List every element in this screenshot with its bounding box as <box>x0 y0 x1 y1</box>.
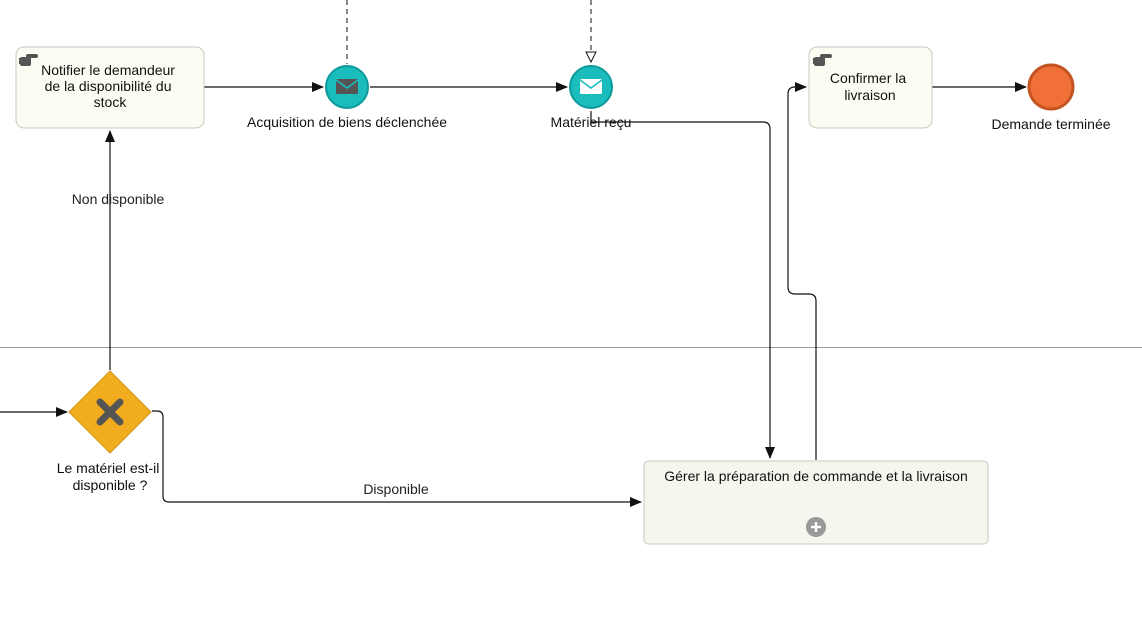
end-event-label: Demande terminée <box>991 116 1110 132</box>
envelope-icon <box>579 79 603 94</box>
task-notify-label: Notifier le demandeur de la disponibilit… <box>41 62 179 110</box>
subprocess-manage-order[interactable]: Gérer la préparation de commande et la l… <box>643 460 989 545</box>
flow-label-available: Disponible <box>363 481 429 497</box>
event-acquisition-triggered[interactable] <box>325 65 369 109</box>
flow-manage-to-confirm[interactable] <box>787 82 817 460</box>
task-notify-requester[interactable]: Notifier le demandeur de la disponibilit… <box>15 46 205 129</box>
event-received-label: Matériel reçu <box>551 114 632 130</box>
flow-label-not-available: Non disponible <box>72 191 165 207</box>
x-icon <box>96 398 124 426</box>
task-confirm-label: Confirmer la livraison <box>830 70 910 103</box>
flow-received-to-manage[interactable] <box>590 111 775 459</box>
flow-gateway-available[interactable] <box>152 410 642 507</box>
event-material-received[interactable] <box>569 65 613 109</box>
event-acquisition-label: Acquisition de biens déclenchée <box>247 114 447 130</box>
subprocess-manage-label: Gérer la préparation de commande et la l… <box>664 468 968 484</box>
envelope-icon <box>335 79 359 94</box>
task-confirm-delivery[interactable]: Confirmer la livraison <box>808 46 933 129</box>
end-event-request-completed[interactable] <box>1027 63 1075 111</box>
hand-pointer-icon <box>19 54 38 66</box>
gateway-label: Le matériel est-il disponible ? <box>57 460 164 493</box>
hand-pointer-icon <box>813 54 832 66</box>
plus-circle-icon[interactable] <box>806 517 826 537</box>
gateway-material-available[interactable] <box>68 370 152 454</box>
